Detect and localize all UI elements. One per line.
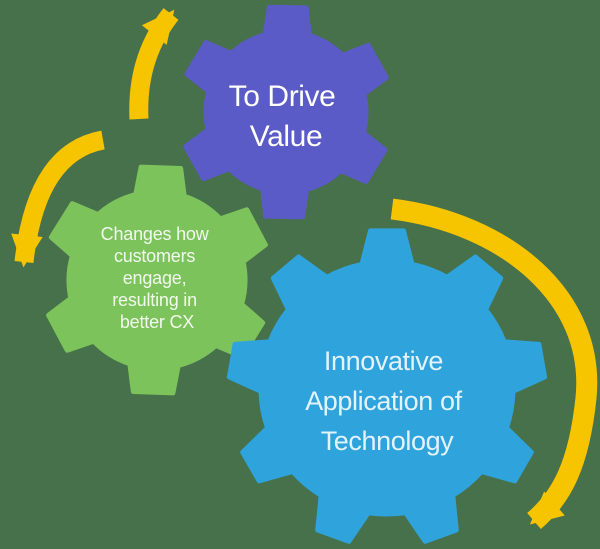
gear-label-innovative-technology: Innovative Application of Technology [305, 346, 469, 456]
label-line: resulting in [112, 290, 197, 310]
label-line: Application of [305, 386, 462, 416]
gear-to-drive-value [183, 4, 389, 220]
label-line: To Drive [229, 80, 336, 113]
gear-innovative-technology [226, 228, 548, 544]
curved-arrow-around-technology-icon [390, 198, 598, 529]
label-line: engage, [123, 268, 187, 288]
label-line: Changes how [101, 224, 210, 244]
curved-arrow-down-left-icon [11, 130, 106, 268]
gear-label-to-drive-value: To Drive Value [229, 80, 344, 153]
label-line: Technology [321, 426, 454, 456]
label-line: Value [250, 120, 323, 153]
gear-label-customer-engagement: Changes how customers engage, resulting … [101, 224, 214, 332]
gear-customer-engagement [46, 164, 268, 396]
label-line: Innovative [324, 346, 443, 376]
label-line: better CX [120, 312, 194, 332]
label-line: customers [114, 246, 195, 266]
curved-arrow-up-right-icon [129, 8, 179, 120]
